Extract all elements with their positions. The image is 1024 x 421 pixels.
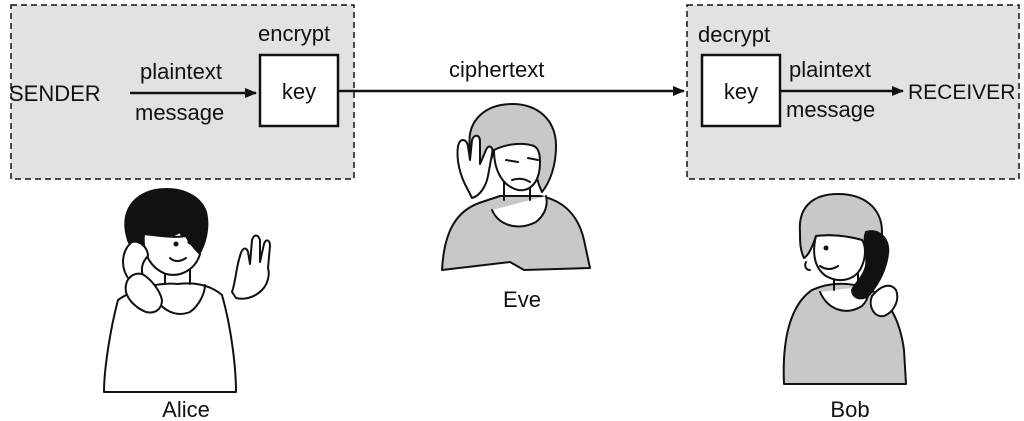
alice-illustration — [103, 188, 271, 393]
receiver-plaintext-label: plaintext — [789, 57, 871, 82]
encrypt-key-box — [258, 53, 340, 128]
bob-illustration — [782, 193, 907, 385]
receiver-label: RECEIVER — [908, 81, 1015, 104]
decrypt-label: decrypt — [698, 22, 770, 47]
receiver-message-label: message — [786, 97, 875, 122]
sender-plaintext-label: plaintext — [140, 59, 222, 84]
encrypt-key-label: key — [282, 79, 316, 104]
alice-label: Alice — [162, 397, 210, 421]
ciphertext-channel: ciphertext — [338, 57, 685, 96]
ciphertext-label: ciphertext — [449, 57, 544, 82]
decrypt-key-label: key — [724, 79, 758, 104]
sender-box: SENDER plaintext message encrypt key — [9, 4, 355, 180]
eve-label: Eve — [503, 287, 541, 312]
eve-illustration — [441, 103, 591, 271]
encrypt-label: encrypt — [258, 21, 330, 46]
receiver-box: decrypt key plaintext message RECEIVER — [686, 4, 1020, 180]
sender-label: SENDER — [9, 81, 101, 106]
sender-message-label: message — [135, 100, 224, 125]
bob-label: Bob — [830, 397, 869, 421]
